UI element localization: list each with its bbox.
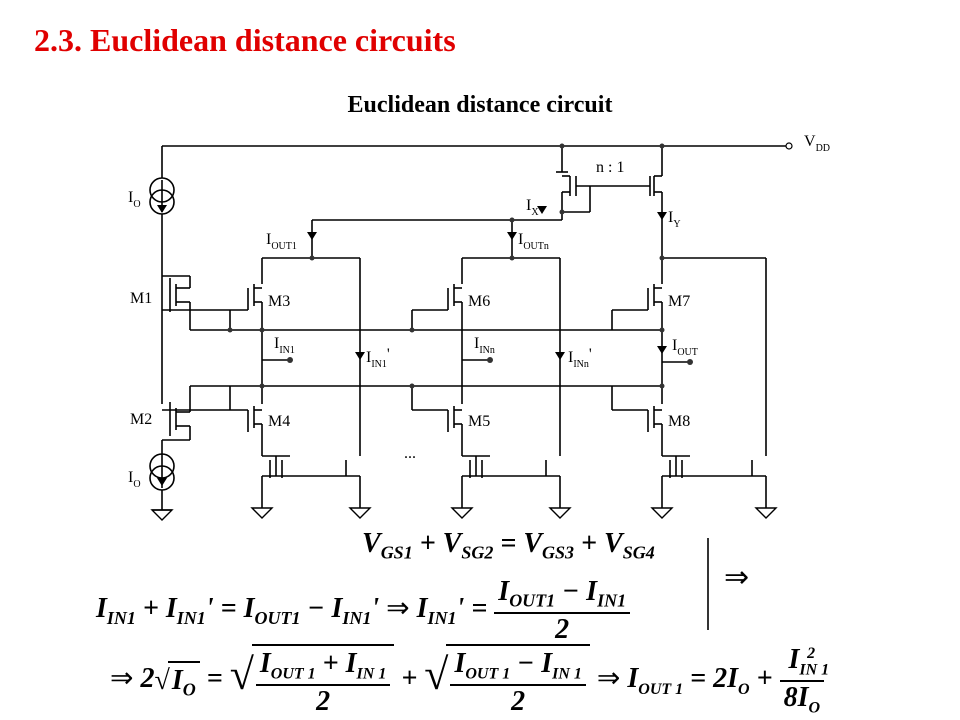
output-branch	[611, 255, 778, 519]
m3-label: M3	[268, 293, 290, 310]
ratio-label: n : 1	[596, 159, 624, 176]
iin1-label: IIN1	[274, 335, 295, 356]
iout1-label: IOUT1	[266, 231, 297, 252]
ellipsis: ...	[404, 445, 416, 462]
io-top-label: IO	[128, 189, 141, 210]
io-bottom-label: IO	[128, 469, 141, 490]
current-source-bottom	[149, 440, 175, 521]
iout-label: IOUT	[672, 337, 698, 358]
m1-label: M1	[130, 290, 152, 307]
branch-1	[227, 219, 562, 519]
ix-label: IX	[526, 197, 539, 218]
transistor-m2	[162, 386, 248, 441]
transistor-m1	[161, 275, 248, 330]
vdd-label: VDD	[804, 133, 830, 154]
m8-label: M8	[668, 413, 690, 430]
iinn-label: IINn	[474, 335, 495, 356]
circuit-title: Euclidean distance circuit	[347, 92, 613, 118]
equation-1: VGS1 + VSG2 = VGS3 + VSG4	[362, 528, 655, 563]
m7-label: M7	[668, 293, 690, 310]
m4-label: M4	[268, 413, 290, 430]
equation-3: ⇒ 2√IO = √ IOUT 1 + IIN 1 2 + √ IOUT 1 −…	[110, 644, 830, 717]
m6-label: M6	[468, 293, 490, 310]
iinn-prime-label: IINn'	[568, 346, 592, 370]
current-source-top	[149, 177, 175, 282]
ioutn-label: IOUTn	[518, 231, 549, 252]
equation-2: IIN1 + IIN1' = IOUT1 − IIN1' ⇒ IIN1' = I…	[96, 576, 631, 646]
n-to-1-mirror	[537, 143, 667, 284]
vdd-rail	[161, 142, 793, 178]
iy-label: IY	[668, 209, 681, 230]
branch-n	[409, 217, 572, 519]
slide-title: 2.3. Euclidean distance circuits	[34, 22, 456, 58]
implies-symbol: ⇒	[724, 561, 750, 594]
m5-label: M5	[468, 413, 490, 430]
iin1-prime-label: IIN1'	[366, 346, 390, 370]
m2-label: M2	[130, 411, 152, 428]
